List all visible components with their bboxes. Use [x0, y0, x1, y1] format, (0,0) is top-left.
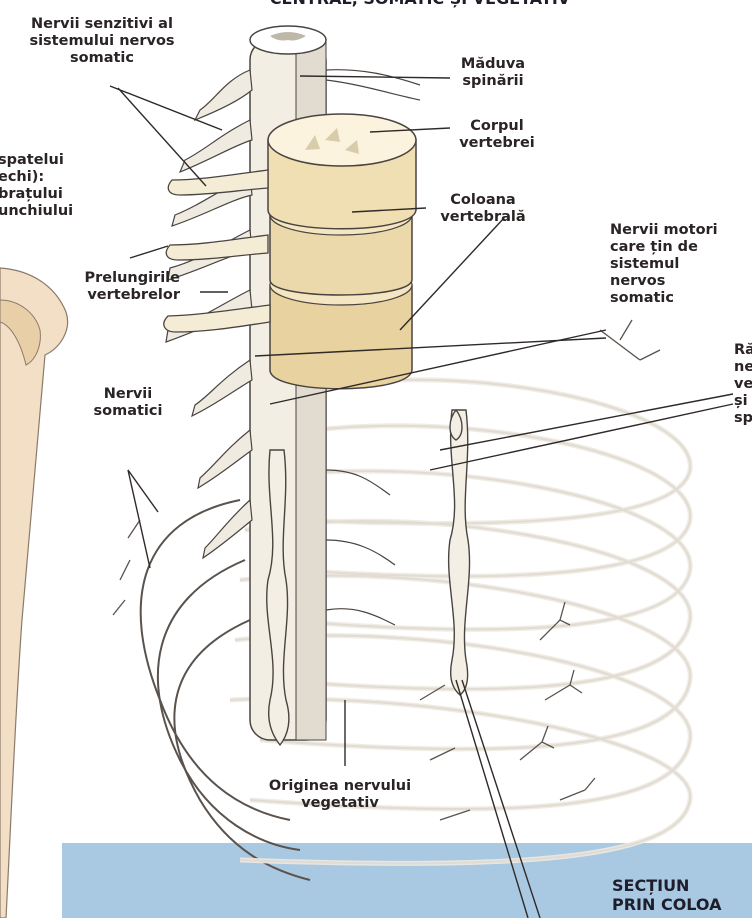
label-vertebral-processes: Prelungirile vertebrelor: [50, 270, 180, 304]
vertebral-bodies: [268, 114, 416, 389]
label-vegetative-nerve-origin: Originea nervului vegetativ: [250, 778, 430, 812]
label-somatic-nerves: Nervii somatici: [78, 386, 178, 420]
label-sensory-nerves: Nervii senzitivi al sistemului nervos so…: [2, 16, 202, 67]
label-motor-nerves: Nervii motori care țin de sistemul nervo…: [610, 222, 752, 307]
label-vertebral-body: Corpul vertebrei: [452, 118, 542, 152]
body-silhouette: [0, 268, 68, 918]
label-right-cropped: Ră ne ve și sp: [734, 342, 752, 427]
label-spinal-cord: Măduva spinării: [448, 56, 538, 90]
label-back-cropped: spatelui echi): brațului unchiului: [0, 152, 78, 220]
label-vertebral-column: Coloana vertebrală: [428, 192, 538, 226]
label-section-through-column: SECȚIUN PRIN COLOA: [612, 876, 752, 914]
header-title: CENTRAL, SOMATIC ȘI VEGETATIV: [230, 0, 610, 8]
